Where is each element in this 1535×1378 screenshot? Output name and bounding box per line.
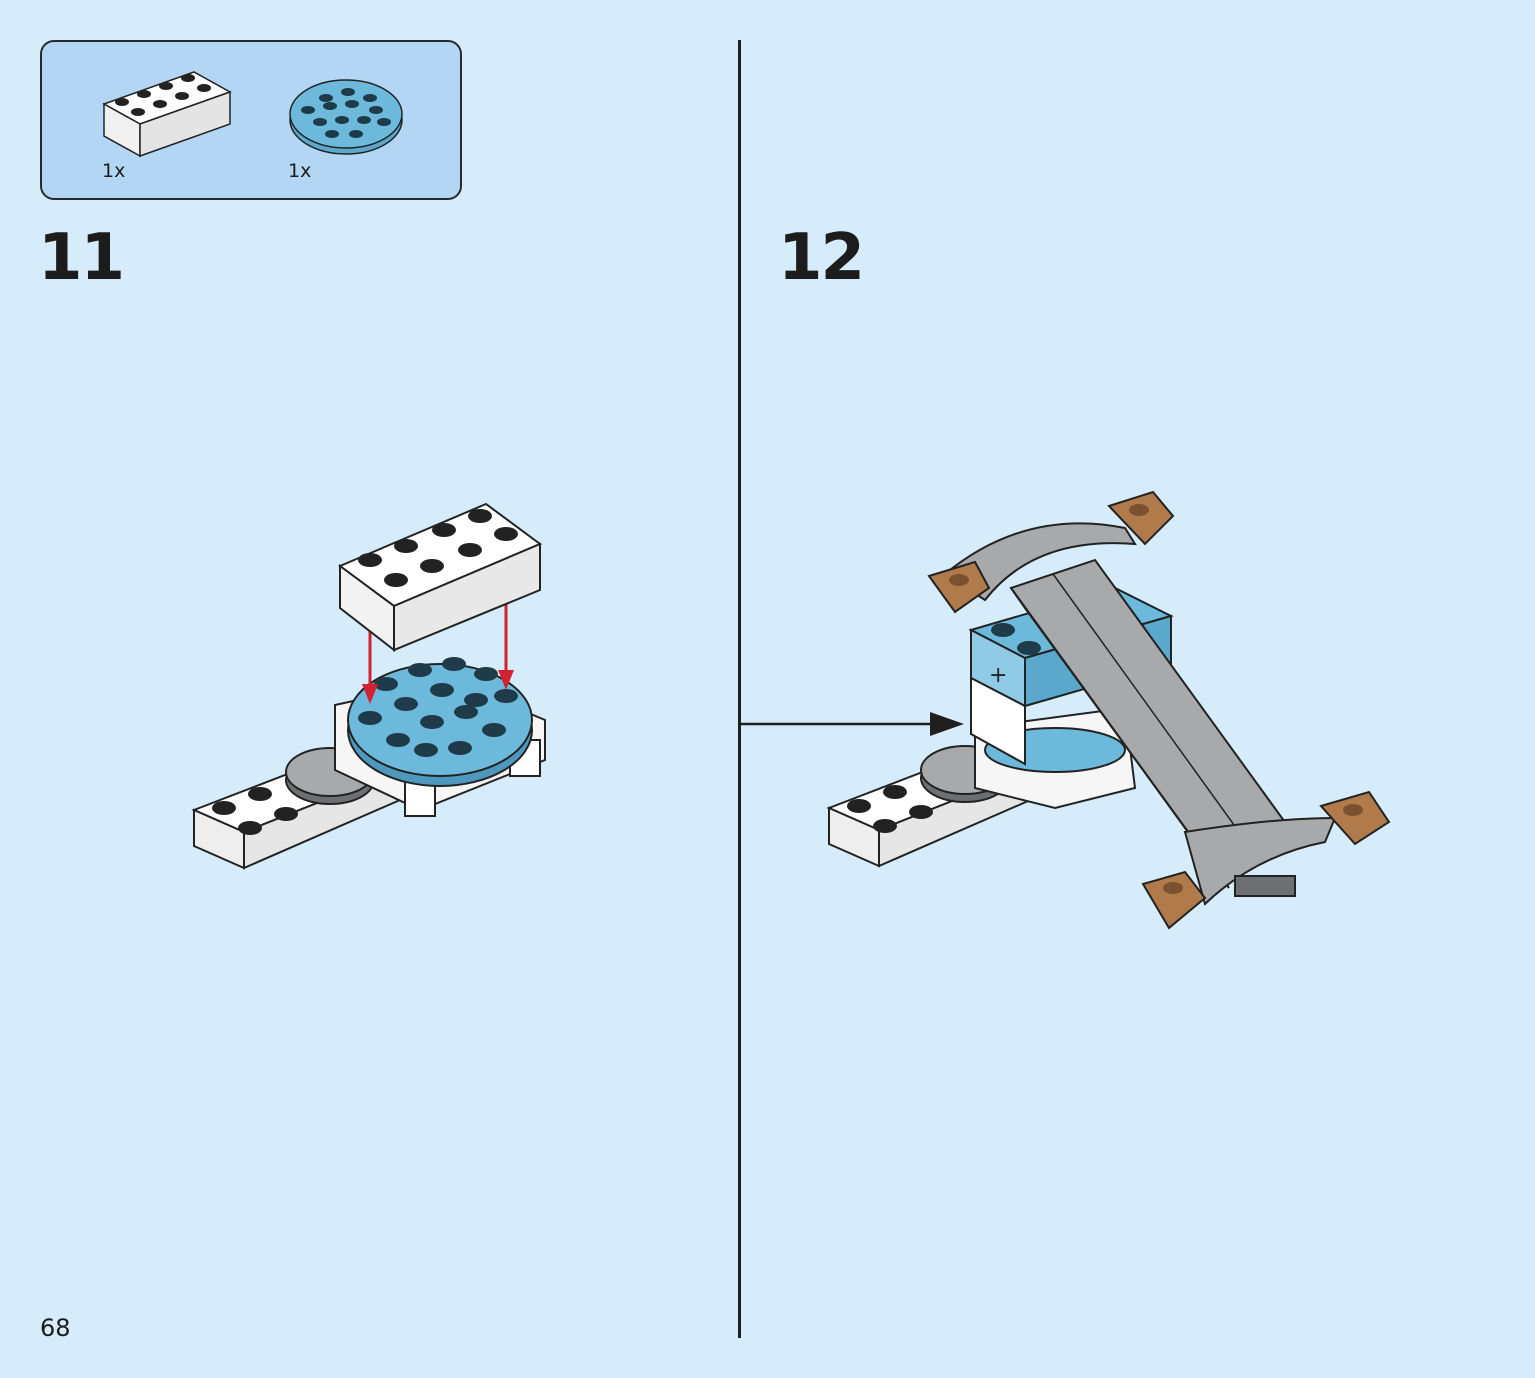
step-divider [738,40,741,1338]
step-12-model-illustration: + [826,490,1391,930]
step-12-insertion-arrow [740,712,964,736]
white-brick-part-icon [102,71,232,158]
step-number-11: 11 [38,221,125,295]
azure-round-plate-part-icon [289,79,403,155]
step-11-model-illustration [191,502,546,870]
part-count-round-plate: 1x [288,160,312,182]
step-number-12: 12 [778,221,865,295]
brown-corner-brackets [927,490,1391,930]
grey-curved-arch-bottom [1183,816,1337,906]
page-number: 68 [40,1314,71,1342]
parts-callout: 1x 1x [40,40,462,200]
red-placement-arrows [362,600,514,704]
svg-text:+: + [989,663,1007,688]
azure-round-plate [347,657,533,787]
white-2x4-brick [337,502,543,653]
grey-curved-arch-top [943,522,1137,602]
part-count-white-brick: 1x [102,160,126,182]
